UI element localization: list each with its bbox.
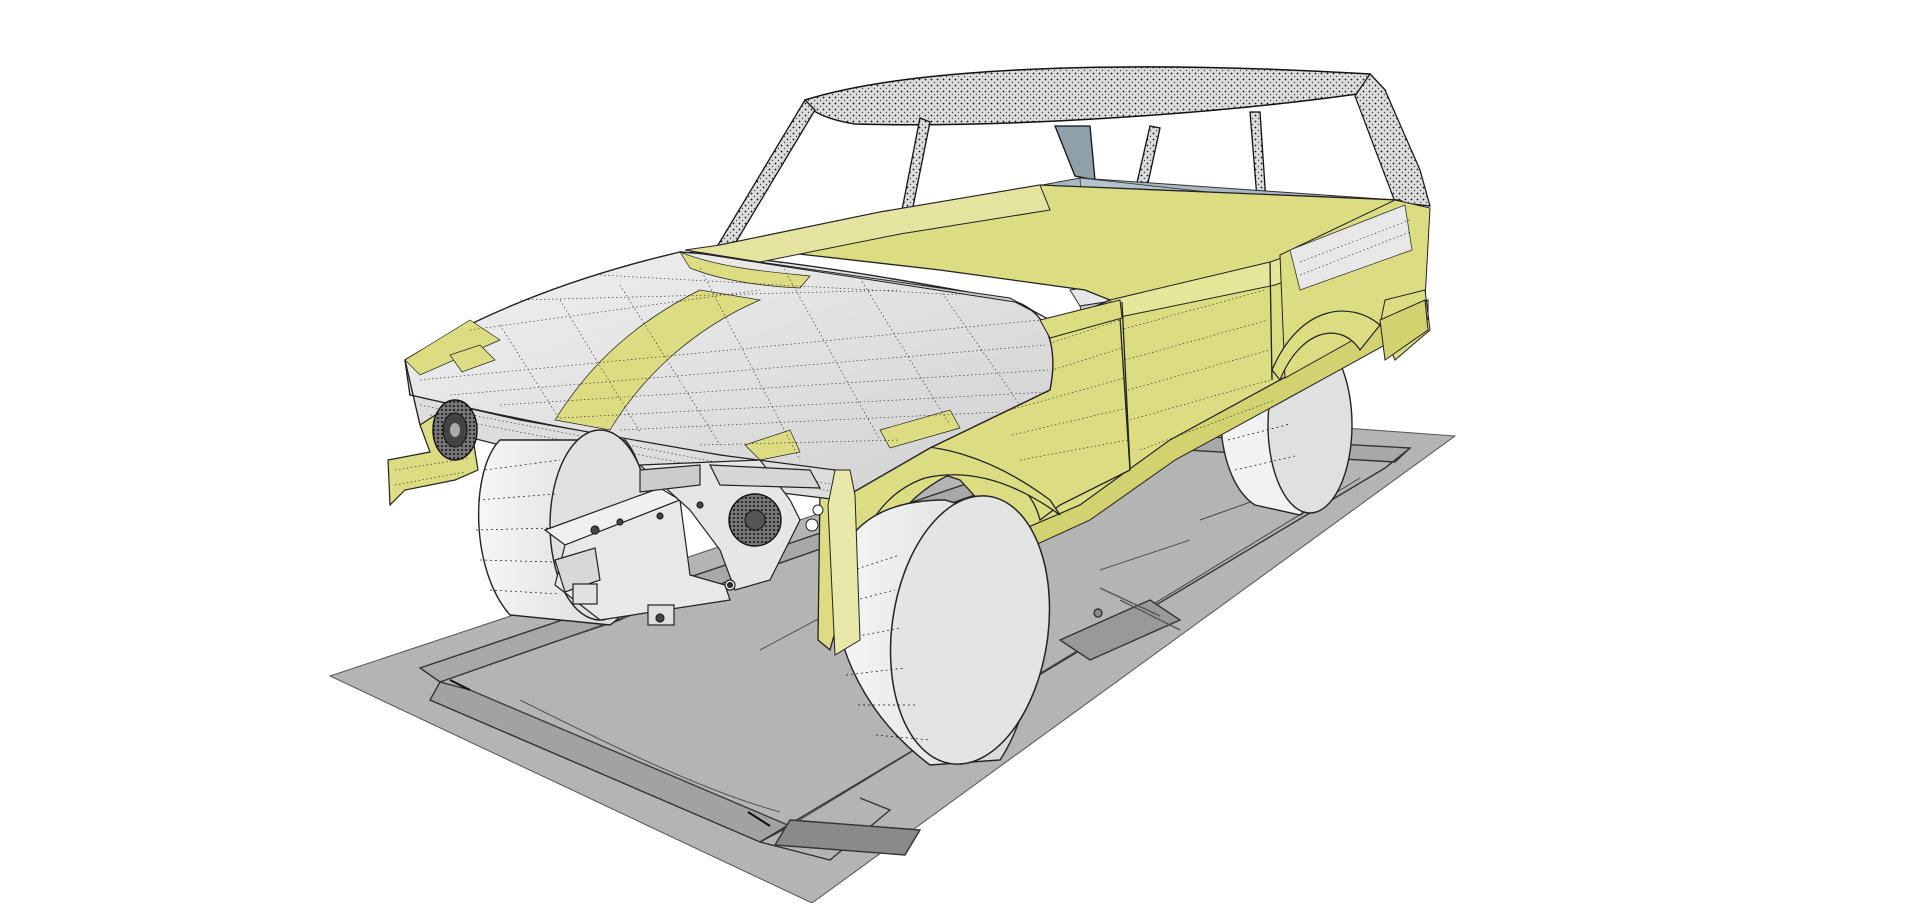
cooling-fan <box>728 493 824 547</box>
headlight <box>432 399 478 461</box>
chassis-frame <box>543 459 822 626</box>
front-fender[interactable] <box>817 317 1131 652</box>
wheel-icon <box>889 495 1051 765</box>
rear-wheel-arch <box>1271 310 1381 382</box>
roof[interactable] <box>804 66 1431 207</box>
wing-top <box>684 184 1123 339</box>
rear-bumper <box>1379 299 1429 361</box>
front-left-wheel[interactable] <box>833 485 1066 774</box>
